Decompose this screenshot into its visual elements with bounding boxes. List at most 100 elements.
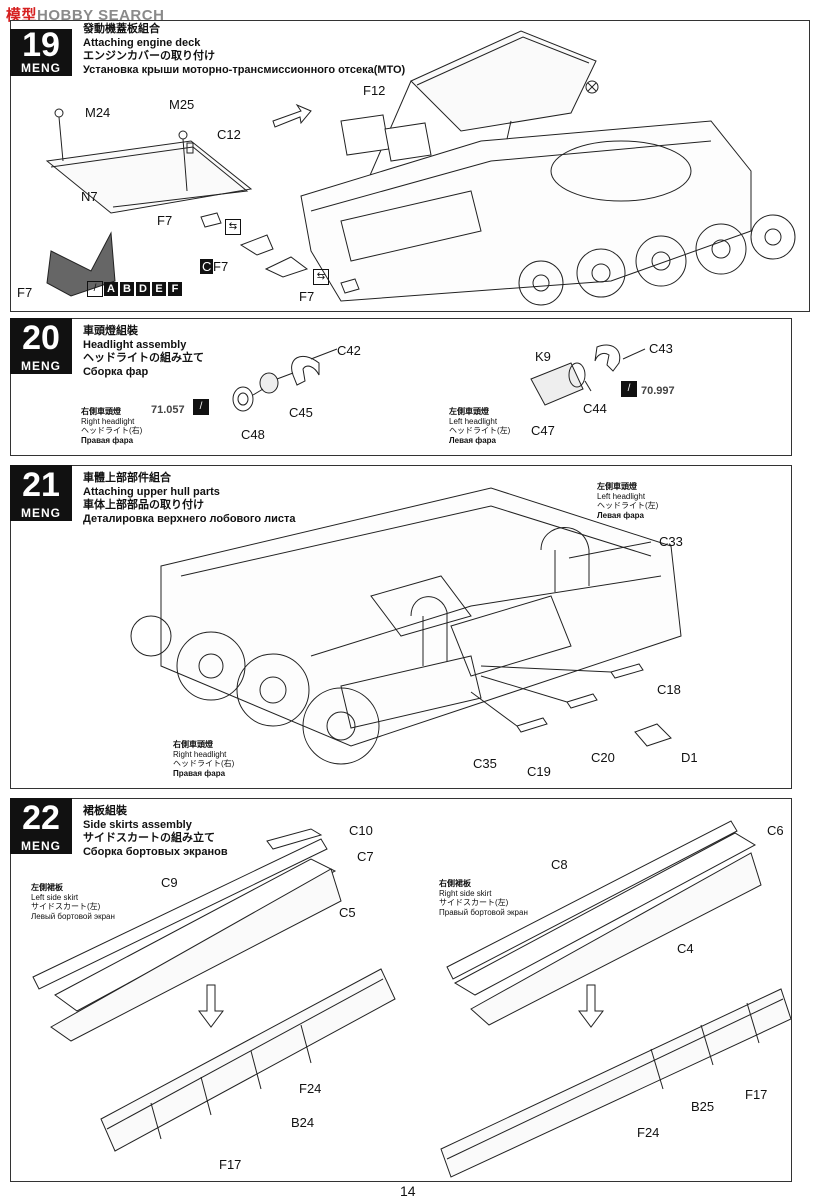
watermark-part2: HOBBY SEARCH (37, 7, 165, 24)
left-headlight-caption: 左側車頭燈 Left headlight ヘッドライト(左) Левая фар… (449, 407, 510, 445)
title-ja: ヘッドライトの組み立て (83, 352, 204, 364)
letter-codes: A B D E F (104, 282, 182, 296)
caption-ru: Правый бортовой экран (439, 907, 528, 917)
caption-en: Right headlight (81, 416, 135, 426)
label-k9: K9 (535, 349, 551, 364)
flip-icon: ⇆ (313, 269, 329, 285)
title-zh: 發動機蓋板組合 (83, 23, 160, 35)
meng-logo: MENG (10, 838, 72, 854)
paint-brush-icon: / (193, 399, 209, 415)
step-number: 22 (10, 798, 72, 838)
label-b24: B24 (291, 1115, 315, 1130)
watermark-part1: 模型 (6, 7, 38, 24)
title-ru: Установка крыши моторно-трансмиссионного… (83, 63, 406, 76)
label-c8: C8 (551, 857, 568, 872)
caption-ru: Левая фара (449, 435, 496, 445)
caption-zh: 右側車頭燈 (173, 740, 213, 749)
headlight-drawing (232, 344, 646, 412)
caption-zh: 左側車頭燈 (449, 407, 489, 416)
step-title: 發動機蓋板組合 Attaching engine deck エンジンカバーの取り… (83, 23, 405, 77)
label-f24-left: F24 (299, 1081, 322, 1096)
title-zh: 裙板組裝 (83, 805, 127, 817)
step-title: 車體上部部件組合 Attaching upper hull parts 車体上部… (83, 472, 295, 526)
caption-en: Right side skirt (439, 888, 492, 898)
caption-ru: Правая фара (173, 768, 226, 778)
caption-en: Right headlight (173, 749, 227, 759)
label-c42: C42 (337, 343, 361, 358)
label-f7-a: F7 (157, 213, 173, 228)
letter-code: A (104, 282, 118, 296)
watermark: 模型HOBBY SEARCH (6, 4, 164, 25)
step-title: 車頭燈組裝 Headlight assembly ヘッドライトの組み立て Сбо… (83, 325, 204, 379)
label-n7: N7 (81, 189, 98, 204)
title-ja: エンジンカバーの取り付け (83, 50, 215, 62)
title-ja: 車体上部部品の取り付け (83, 499, 204, 511)
caption-ja: ヘッドライト(左) (449, 426, 511, 435)
title-ja: サイドスカートの組み立て (83, 832, 215, 844)
label-m24: M24 (85, 105, 111, 120)
label-f24-right: F24 (637, 1125, 660, 1140)
label-c9: C9 (161, 875, 178, 890)
caption-ru: Правая фара (81, 435, 134, 445)
title-zh: 車體上部部件組合 (83, 472, 171, 484)
label-m25: M25 (169, 97, 195, 112)
caption-ja: ヘッドライト(右) (81, 426, 143, 435)
label-f7-c: F7 (299, 289, 315, 304)
meng-logo: MENG (10, 505, 72, 521)
label-c7: C7 (357, 849, 374, 864)
letter-code: B (120, 282, 134, 296)
letter-code: D (136, 282, 150, 296)
paint-code-right: 71.057 (151, 404, 185, 416)
title-en: Headlight assembly (83, 338, 187, 351)
label-c10: C10 (349, 823, 373, 838)
title-ru: Сборка бортовых экранов (83, 845, 228, 858)
step-22-panel: 22 MENG 裙板組裝 Side skirts assembly サイドスカー… (10, 798, 792, 1182)
label-c-mark: C (200, 259, 214, 274)
label-c45: C45 (289, 405, 313, 420)
upper-hull-drawing (130, 487, 682, 765)
label-c5: C5 (339, 905, 356, 920)
side-skirts-drawing (32, 820, 791, 1178)
title-zh: 車頭燈組裝 (83, 325, 138, 337)
title-en: Side skirts assembly (83, 818, 192, 831)
right-headlight-caption: 右側車頭燈 Right headlight ヘッドライト(右) Правая ф… (81, 407, 142, 445)
label-c43: C43 (649, 341, 673, 356)
meng-logo: MENG (10, 358, 72, 374)
label-c35: C35 (473, 756, 497, 771)
right-skirt-caption: 右側裙板 Right side skirt サイドスカート(左) Правый … (439, 879, 528, 917)
flip-icon: ⇆ (225, 219, 241, 235)
label-d1: D1 (681, 750, 698, 765)
caption-en: Left headlight (597, 491, 646, 501)
title-en: Attaching upper hull parts (83, 485, 220, 498)
caption-ja: ヘッドライト(右) (173, 759, 235, 768)
step-number: 20 (10, 318, 72, 358)
meng-logo: MENG (10, 60, 72, 76)
step-21-panel: 21 MENG 車體上部部件組合 Attaching upper hull pa… (10, 465, 792, 789)
caption-zh: 右側車頭燈 (81, 407, 121, 416)
label-c18: C18 (657, 682, 681, 697)
caption-ru: Левый бортовой экран (31, 911, 115, 921)
step-20-panel: 20 MENG 車頭燈組裝 Headlight assembly ヘッドライトの… (10, 318, 792, 456)
label-f17-left: F17 (219, 1157, 242, 1172)
label-c47: C47 (531, 423, 555, 438)
label-c20: C20 (591, 750, 615, 765)
caption-zh: 左側車頭燈 (597, 482, 637, 491)
label-c6: C6 (767, 823, 784, 838)
caption-en: Left side skirt (31, 892, 79, 902)
label-c33: C33 (659, 534, 683, 549)
label-c44: C44 (583, 401, 607, 416)
label-f7-b: F7 (213, 259, 229, 274)
label-b25: B25 (691, 1099, 715, 1114)
left-skirt-caption: 左側裙板 Left side skirt サイドスカート(左) Левый бо… (31, 883, 115, 921)
letter-code: F (168, 282, 182, 296)
title-ru: Сборка фар (83, 365, 149, 378)
step-19-panel: 19 MENG 發動機蓋板組合 Attaching engine deck エン… (10, 20, 810, 312)
right-headlight-caption: 右側車頭燈 Right headlight ヘッドライト(右) Правая ф… (173, 740, 234, 778)
caption-ja: サイドスカート(左) (31, 902, 101, 911)
cement-icon: / (87, 281, 103, 297)
caption-zh: 右側裙板 (439, 879, 471, 888)
label-c48: C48 (241, 427, 265, 442)
caption-zh: 左側裙板 (31, 883, 63, 892)
engine-deck-drawing (45, 30, 796, 306)
left-headlight-caption: 左側車頭燈 Left headlight ヘッドライト(左) Левая фар… (597, 482, 658, 520)
